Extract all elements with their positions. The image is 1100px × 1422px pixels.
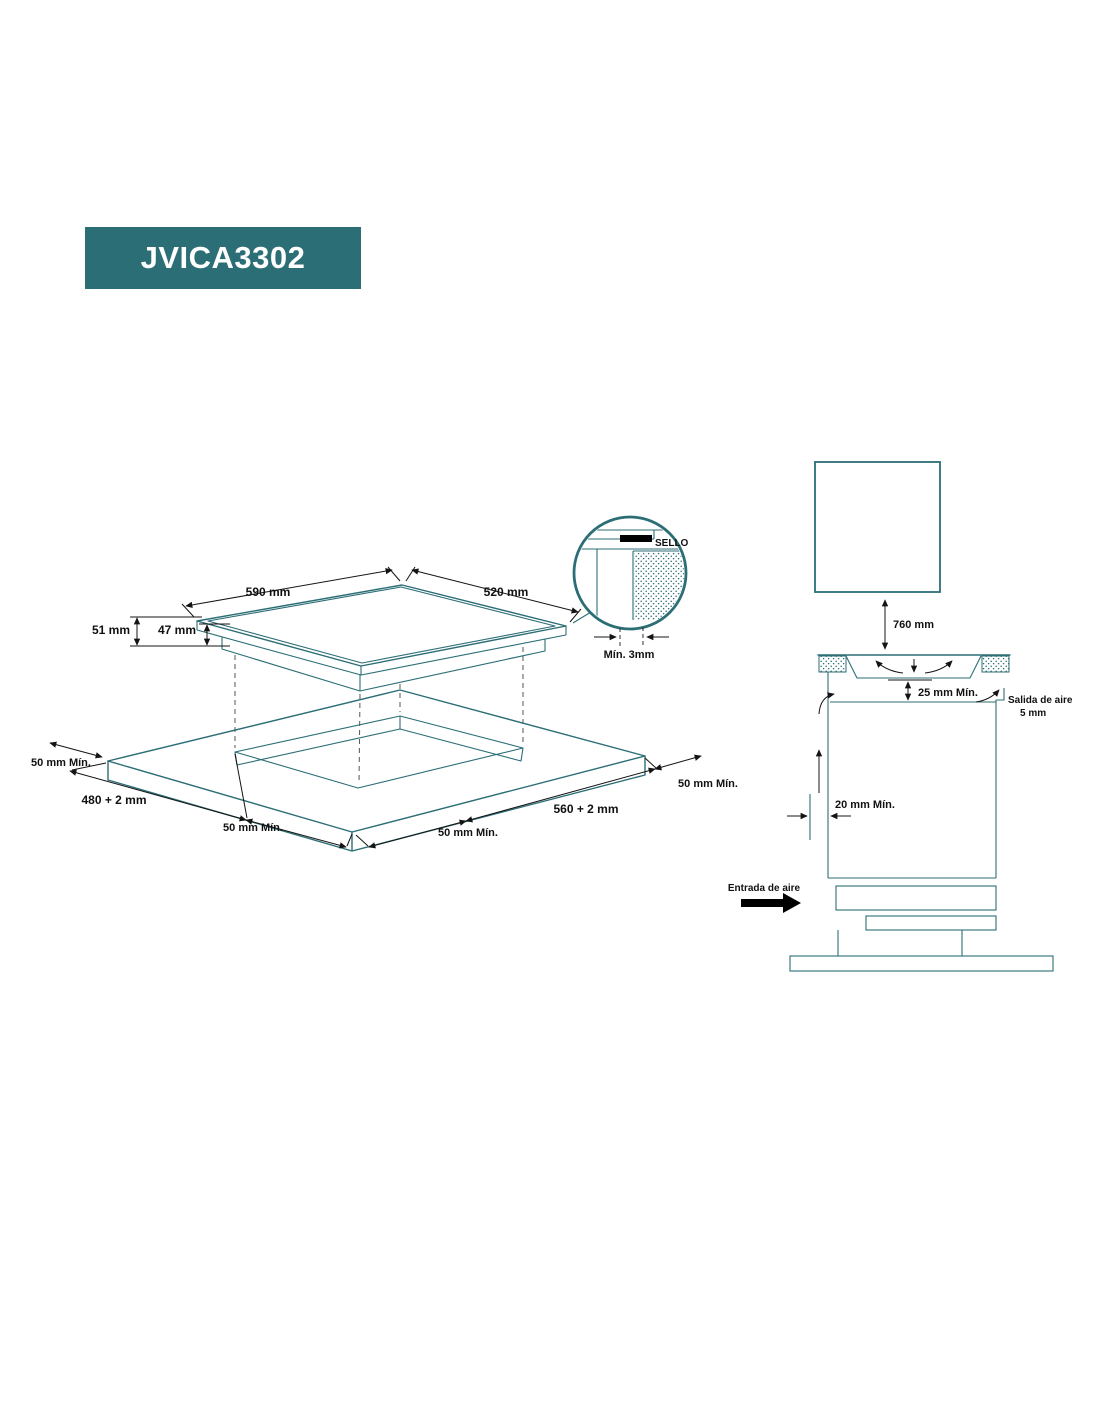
hob-height-body-label: 47 mm <box>158 623 196 637</box>
margin-front-left-ext <box>346 833 353 847</box>
hob-depth-label: 520 mm <box>484 585 529 599</box>
hob-depth-dim-line <box>411 568 579 614</box>
seal-gap-guides <box>619 627 644 646</box>
hob-width-label: 590 mm <box>246 585 291 599</box>
airflow-curve-left <box>875 660 904 674</box>
margin-left-dim <box>49 741 103 759</box>
hob-height-ext <box>130 616 230 647</box>
plinth-lines <box>837 930 963 956</box>
rear-gap-label: 20 mm Mín. <box>835 799 895 811</box>
hob-width-ext <box>181 566 401 618</box>
countertop-isometric <box>107 689 646 852</box>
drawer-front-lower <box>865 915 997 931</box>
seal-gap-label: Mín. 3mm <box>604 649 655 661</box>
cutout-width-dim <box>69 769 247 822</box>
cutout-width-ext <box>71 753 248 819</box>
margin-front-left-label: 50 mm Mín. <box>223 822 283 834</box>
hob-width-dim-line <box>185 567 393 609</box>
cutout-edge-lines <box>596 549 684 620</box>
hob-height-total-label: 51 mm <box>92 623 130 637</box>
gap-below-label: 25 mm Mín. <box>918 687 978 699</box>
counter-hatch-right <box>981 655 1010 673</box>
cutout-width-label: 480 + 2 mm <box>81 793 146 807</box>
cutout-depth-label: 560 + 2 mm <box>553 802 618 816</box>
margin-front-right-label: 50 mm Mín. <box>438 827 498 839</box>
hob-dimensions: 590 mm 520 mm 51 mm 47 mm <box>92 566 582 647</box>
air-outlet-label: Salida de aire <box>1008 695 1073 706</box>
hob-section <box>845 655 982 679</box>
outlet-arrow <box>975 689 1000 703</box>
seal-label: SELLO <box>655 538 689 549</box>
cutout-depth-dim <box>465 767 656 823</box>
side-view: 760 mm 25 mm Mín. Salida de aire 5 mm <box>728 461 1073 972</box>
air-outlet-gap-label: 5 mm <box>1020 708 1046 719</box>
cutout-dimensions: 50 mm Mín. 480 + 2 mm 50 mm Mín. 50 mm M… <box>31 741 738 849</box>
air-turn-arrow <box>818 692 835 715</box>
airflow-curve-right <box>924 660 953 674</box>
hob-isometric <box>196 584 567 785</box>
margin-front-left-dim <box>245 818 347 849</box>
hood-distance-label: 760 mm <box>893 619 934 631</box>
outlet-channel <box>996 688 1005 701</box>
counter-hatch-left <box>818 655 847 673</box>
cutout-outline <box>234 715 524 789</box>
margin-front-right-dim <box>368 819 467 849</box>
hob-body <box>221 637 546 692</box>
base-floor <box>789 955 1054 972</box>
counter-material-hatch <box>634 552 684 620</box>
margin-right-ext <box>644 757 657 769</box>
margin-left-label: 50 mm Mín. <box>31 757 91 769</box>
air-inlet-label: Entrada de aire <box>728 883 801 894</box>
margin-right-dim <box>654 754 702 771</box>
cutout-depth <box>234 716 524 766</box>
hood-box <box>814 461 941 593</box>
seal-detail: SELLO Mín. 3mm <box>572 515 689 661</box>
model-badge: JVICA3302 <box>85 227 361 289</box>
detail-leader-line <box>572 611 592 624</box>
projection-lines <box>234 647 524 785</box>
seal-bar <box>620 535 652 542</box>
hob-depth-ext <box>405 566 582 623</box>
drawer-front-upper <box>835 885 997 911</box>
hob-rim-thickness <box>196 621 567 676</box>
margin-front-right-ext <box>355 834 369 847</box>
margin-right-label: 50 mm Mín. <box>678 778 738 790</box>
air-inlet-arrow <box>741 893 801 913</box>
model-badge-label: JVICA3302 <box>140 240 306 275</box>
